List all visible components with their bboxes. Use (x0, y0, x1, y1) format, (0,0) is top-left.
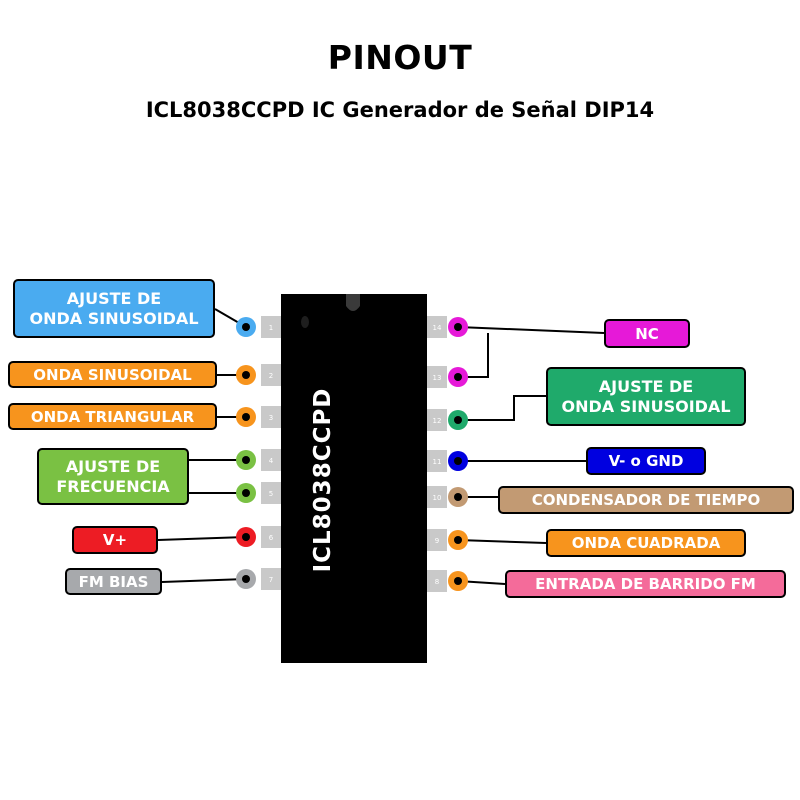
pin-8-leg (427, 570, 447, 592)
wire-pin9 (457, 539, 547, 544)
label-pin9: ONDA CUADRADA (546, 529, 746, 557)
pin-12-leg (427, 409, 447, 431)
pin-2-number: 2 (269, 372, 273, 380)
label-pin13-14-text: NC (635, 324, 659, 343)
pin1-marker (301, 316, 309, 328)
pin-5-number: 5 (269, 490, 273, 498)
wire-pin12 (458, 395, 546, 421)
page-subtitle: ICL8038CCPD IC Generador de Señal DIP14 (145, 98, 655, 122)
pin-9-terminal-dot (454, 536, 462, 544)
pin-4-terminal-dot (242, 456, 250, 464)
circles-layer (236, 317, 468, 591)
label-pin4-5-line2: FRECUENCIA (56, 476, 170, 496)
pin-11-number: 11 (433, 458, 442, 466)
pin-3-leg (261, 406, 281, 428)
pin-5-terminal-dot (242, 489, 250, 497)
label-pin3: ONDA TRIANGULAR (8, 403, 217, 430)
pin-13-terminal-dot (454, 373, 462, 381)
label-pin8-text: ENTRADA DE BARRIDO FM (535, 575, 756, 593)
label-pin2-text: ONDA SINUSOIDAL (33, 365, 192, 384)
label-pin1-line2: ONDA SINUSOIDAL (29, 308, 199, 328)
pin-14-terminal-dot (454, 323, 462, 331)
label-pin4-5-line1: AJUSTE DE (65, 457, 161, 477)
pin-6-number: 6 (269, 534, 274, 542)
label-pin2: ONDA SINUSOIDAL (8, 361, 217, 388)
label-pin8: ENTRADA DE BARRIDO FM (505, 570, 786, 598)
wire-pin7 (161, 578, 247, 583)
wire-pin14 (457, 326, 605, 334)
label-pin7: FM BIAS (65, 568, 162, 595)
pin-8-number: 8 (435, 578, 439, 586)
chip-name: ICL8038CCPD (310, 387, 336, 573)
pin-3-terminal-dot (242, 413, 250, 421)
label-pin10-text: CONDENSADOR DE TIEMPO (531, 491, 761, 509)
pin-10-leg (427, 486, 447, 508)
pin-13-number: 13 (433, 374, 442, 382)
pin-5-leg (261, 482, 281, 504)
wires-layer (157, 308, 605, 585)
label-pin7-text: FM BIAS (78, 572, 149, 591)
label-pin1: AJUSTE DE ONDA SINUSOIDAL (13, 279, 215, 338)
pin-8-terminal-dot (454, 577, 462, 585)
pin-12-terminal-dot (454, 416, 462, 424)
pin-11-leg (427, 450, 447, 472)
pin-1-number: 1 (269, 324, 273, 332)
pin-7-leg (261, 568, 281, 590)
chip-body (281, 294, 427, 663)
pin-2-terminal-dot (242, 371, 250, 379)
pin-1-leg (261, 316, 281, 338)
pin-13-leg (427, 366, 447, 388)
pin-9-leg (427, 529, 447, 551)
pin-1-terminal-dot (242, 323, 250, 331)
pin-4-number: 4 (269, 457, 274, 465)
chip-notch (346, 294, 360, 311)
pin-4-leg (261, 449, 281, 471)
label-pin12-line1: AJUSTE DE (598, 377, 694, 397)
pin-14-leg (427, 316, 447, 338)
label-pin9-text: ONDA CUADRADA (571, 534, 721, 552)
label-pin1-line1: AJUSTE DE (66, 289, 162, 309)
wire-pin6 (157, 536, 247, 541)
pin-14-number: 14 (433, 324, 442, 332)
pin-7-terminal-dot (242, 575, 250, 583)
label-pin6: V+ (72, 526, 158, 554)
pin-12-number: 12 (433, 417, 442, 425)
label-pin13-14: NC (604, 319, 690, 348)
label-pin12: AJUSTE DE ONDA SINUSOIDAL (546, 367, 746, 426)
label-pin12-line2: ONDA SINUSOIDAL (561, 396, 731, 416)
pin-11-terminal-dot (454, 457, 462, 465)
pin-6-leg (261, 526, 281, 548)
label-pin4-5: AJUSTE DE FRECUENCIA (37, 448, 189, 505)
label-pin10: CONDENSADOR DE TIEMPO (498, 486, 794, 514)
pin-6-terminal-dot (242, 533, 250, 541)
label-pin11: V- o GND (586, 447, 706, 475)
label-pin6-text: V+ (102, 531, 128, 549)
pin-9-number: 9 (435, 537, 439, 545)
pin-3-number: 3 (269, 414, 273, 422)
pin-10-terminal-dot (454, 493, 462, 501)
pin-7-number: 7 (269, 576, 273, 584)
label-pin3-text: ONDA TRIANGULAR (30, 407, 195, 426)
pin-2-leg (261, 364, 281, 386)
page-title: PINOUT (327, 38, 473, 77)
label-pin11-text: V- o GND (608, 452, 684, 470)
pin-10-number: 10 (433, 494, 442, 502)
